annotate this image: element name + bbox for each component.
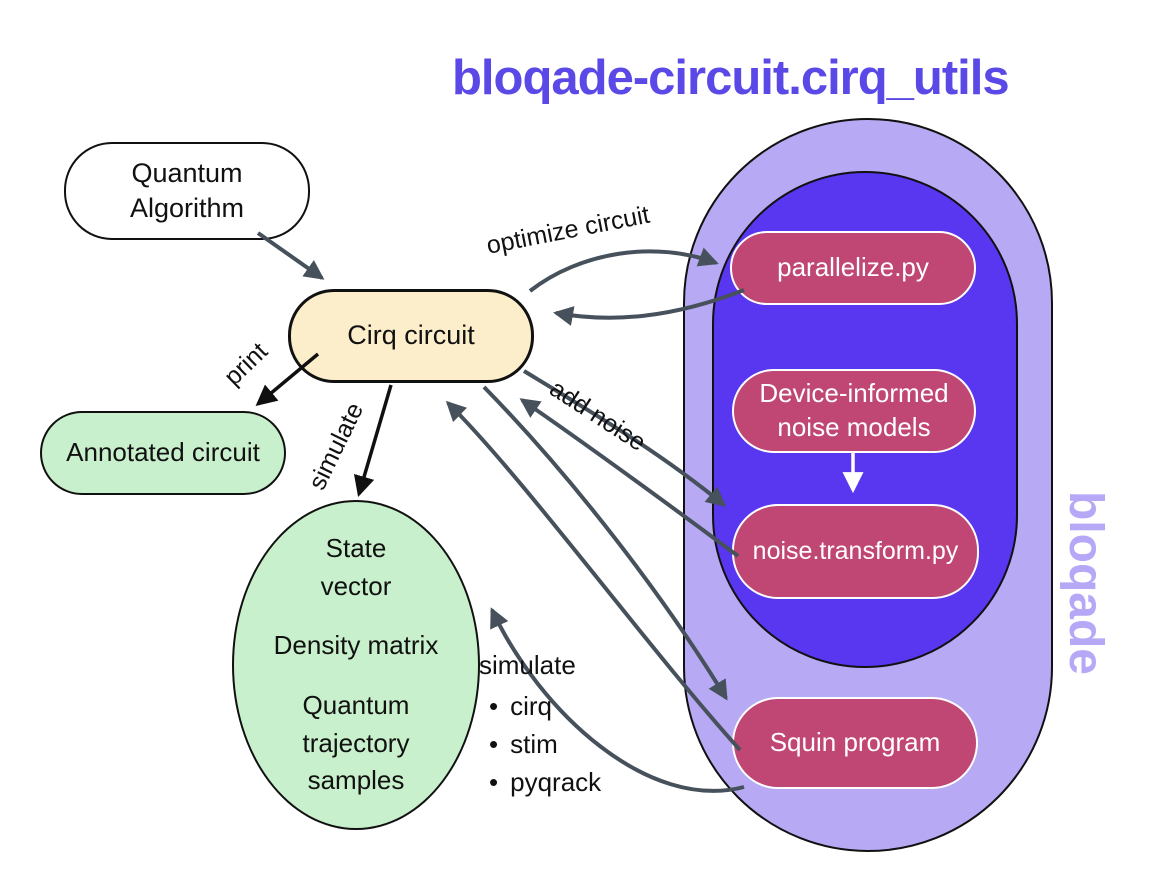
edge-label-add-noise: add noise: [544, 374, 651, 457]
results-state-vector: State vector: [320, 532, 392, 601]
results-quantum-trajectory-samples: Quantum trajectory samples: [302, 690, 410, 796]
node-quantum-algorithm: Quantum Algorithm: [64, 142, 310, 240]
node-noise-models: Device-informed noise models: [732, 369, 976, 453]
node-annotated-circuit-label: Annotated circuit: [66, 437, 260, 468]
simulate-list-item-pyqrack: • pyqrack: [489, 767, 601, 798]
edge-label-simulate: simulate: [303, 398, 370, 495]
node-simulation-results: State vector Density matrix Quantum traj…: [232, 500, 480, 830]
simulate-list-item-cirq: • cirq: [489, 691, 601, 722]
arrow-cirq-to-results: [353, 384, 393, 498]
node-cirq-circuit-label: Cirq circuit: [347, 320, 475, 351]
node-squin-program-label: Squin program: [769, 727, 941, 758]
node-quantum-algorithm-label: Quantum Algorithm: [129, 157, 245, 223]
node-parallelize: parallelize.py: [730, 231, 976, 305]
results-density-matrix: Density matrix: [273, 630, 439, 661]
node-annotated-circuit: Annotated circuit: [40, 411, 286, 495]
node-noise-transform-label: noise.transform.py: [752, 537, 959, 566]
simulate-item-label: pyqrack: [510, 767, 602, 797]
simulate-item-label: stim: [510, 729, 558, 759]
edge-label-print: print: [218, 337, 274, 392]
node-noise-models-label: Device-informed noise models: [759, 378, 949, 442]
node-parallelize-label: parallelize.py: [777, 252, 929, 283]
node-noise-transform: noise.transform.py: [732, 504, 979, 599]
diagram-title: bloqade-circuit.cirq_utils: [452, 51, 1010, 105]
node-squin-program: Squin program: [732, 697, 978, 789]
simulate-backend-list: simulate • cirq • stim • pyqrack: [479, 650, 601, 805]
edge-label-optimize-circuit: optimize circuit: [484, 200, 652, 260]
bullet-icon: •: [489, 767, 499, 797]
simulate-list-item-stim: • stim: [489, 729, 601, 760]
bloqade-brand-label: bloqade: [1059, 490, 1112, 675]
bullet-icon: •: [489, 729, 499, 759]
arrow-qa-to-cirq: [256, 231, 325, 280]
bullet-icon: •: [489, 691, 499, 721]
simulate-list-header: simulate: [479, 650, 576, 680]
node-cirq-circuit: Cirq circuit: [288, 289, 534, 383]
simulate-item-label: cirq: [510, 691, 553, 721]
